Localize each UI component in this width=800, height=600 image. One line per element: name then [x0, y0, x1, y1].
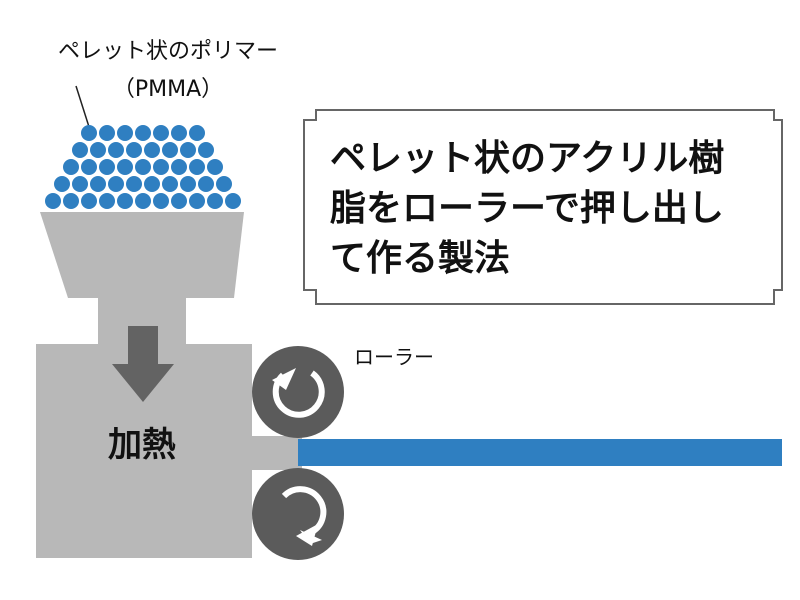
- pellet: [153, 193, 169, 209]
- pellet: [171, 159, 187, 175]
- pellet: [189, 159, 205, 175]
- pellet: [189, 193, 205, 209]
- pellet: [135, 159, 151, 175]
- callout-frame: [303, 109, 783, 305]
- pellet: [81, 159, 97, 175]
- pellet: [198, 176, 214, 192]
- pellet: [72, 142, 88, 158]
- pellet: [135, 193, 151, 209]
- bottom-roller: [252, 468, 344, 560]
- pellet: [81, 193, 97, 209]
- pellet: [162, 176, 178, 192]
- pellet: [180, 142, 196, 158]
- pellet: [162, 142, 178, 158]
- pellet: [144, 142, 160, 158]
- pellet: [90, 176, 106, 192]
- pellet: [153, 159, 169, 175]
- pellet: [90, 142, 106, 158]
- pellet: [117, 125, 133, 141]
- callout-line1: ペレット状のアクリル樹: [330, 138, 724, 179]
- roller-label: ローラー: [354, 345, 434, 369]
- pellet: [225, 193, 241, 209]
- pellet: [180, 176, 196, 192]
- pellet: [117, 193, 133, 209]
- pellet: [72, 176, 88, 192]
- heater-label: 加熱: [108, 425, 176, 465]
- pellet: [126, 142, 142, 158]
- pellet: [108, 142, 124, 158]
- pellet: [63, 159, 79, 175]
- hopper: [40, 212, 244, 298]
- rotate-arrow-icon: [272, 368, 325, 418]
- pellet: [99, 125, 115, 141]
- pellet: [135, 125, 151, 141]
- pellet: [54, 176, 70, 192]
- rotate-arrow-icon: [281, 486, 327, 546]
- pellet: [99, 159, 115, 175]
- pellet: [63, 193, 79, 209]
- pellet: [171, 193, 187, 209]
- pellet: [207, 159, 223, 175]
- pellet: [153, 125, 169, 141]
- top-roller: [252, 346, 344, 438]
- pellet-pile: [45, 125, 241, 209]
- pellet: [81, 125, 97, 141]
- pellet: [45, 193, 61, 209]
- pellet: [198, 142, 214, 158]
- pellet: [207, 193, 223, 209]
- pellet: [126, 176, 142, 192]
- pellet: [171, 125, 187, 141]
- pellet-label-line1: ペレット状のポリマー: [58, 39, 278, 64]
- extruded-sheet: [298, 439, 782, 466]
- pellet: [189, 125, 205, 141]
- callout-line2: 脂をローラーで押し出し: [330, 188, 724, 229]
- pellet: [216, 176, 232, 192]
- extrusion-nozzle: [250, 436, 302, 470]
- down-arrow-icon: [112, 326, 174, 402]
- pellet: [144, 176, 160, 192]
- callout-line3: て作る製法: [330, 238, 510, 279]
- pellet-label-line2: （PMMA）: [113, 77, 223, 102]
- pellet: [99, 193, 115, 209]
- pellet: [117, 159, 133, 175]
- pellet: [108, 176, 124, 192]
- pellet-pointer-line: [75, 85, 91, 131]
